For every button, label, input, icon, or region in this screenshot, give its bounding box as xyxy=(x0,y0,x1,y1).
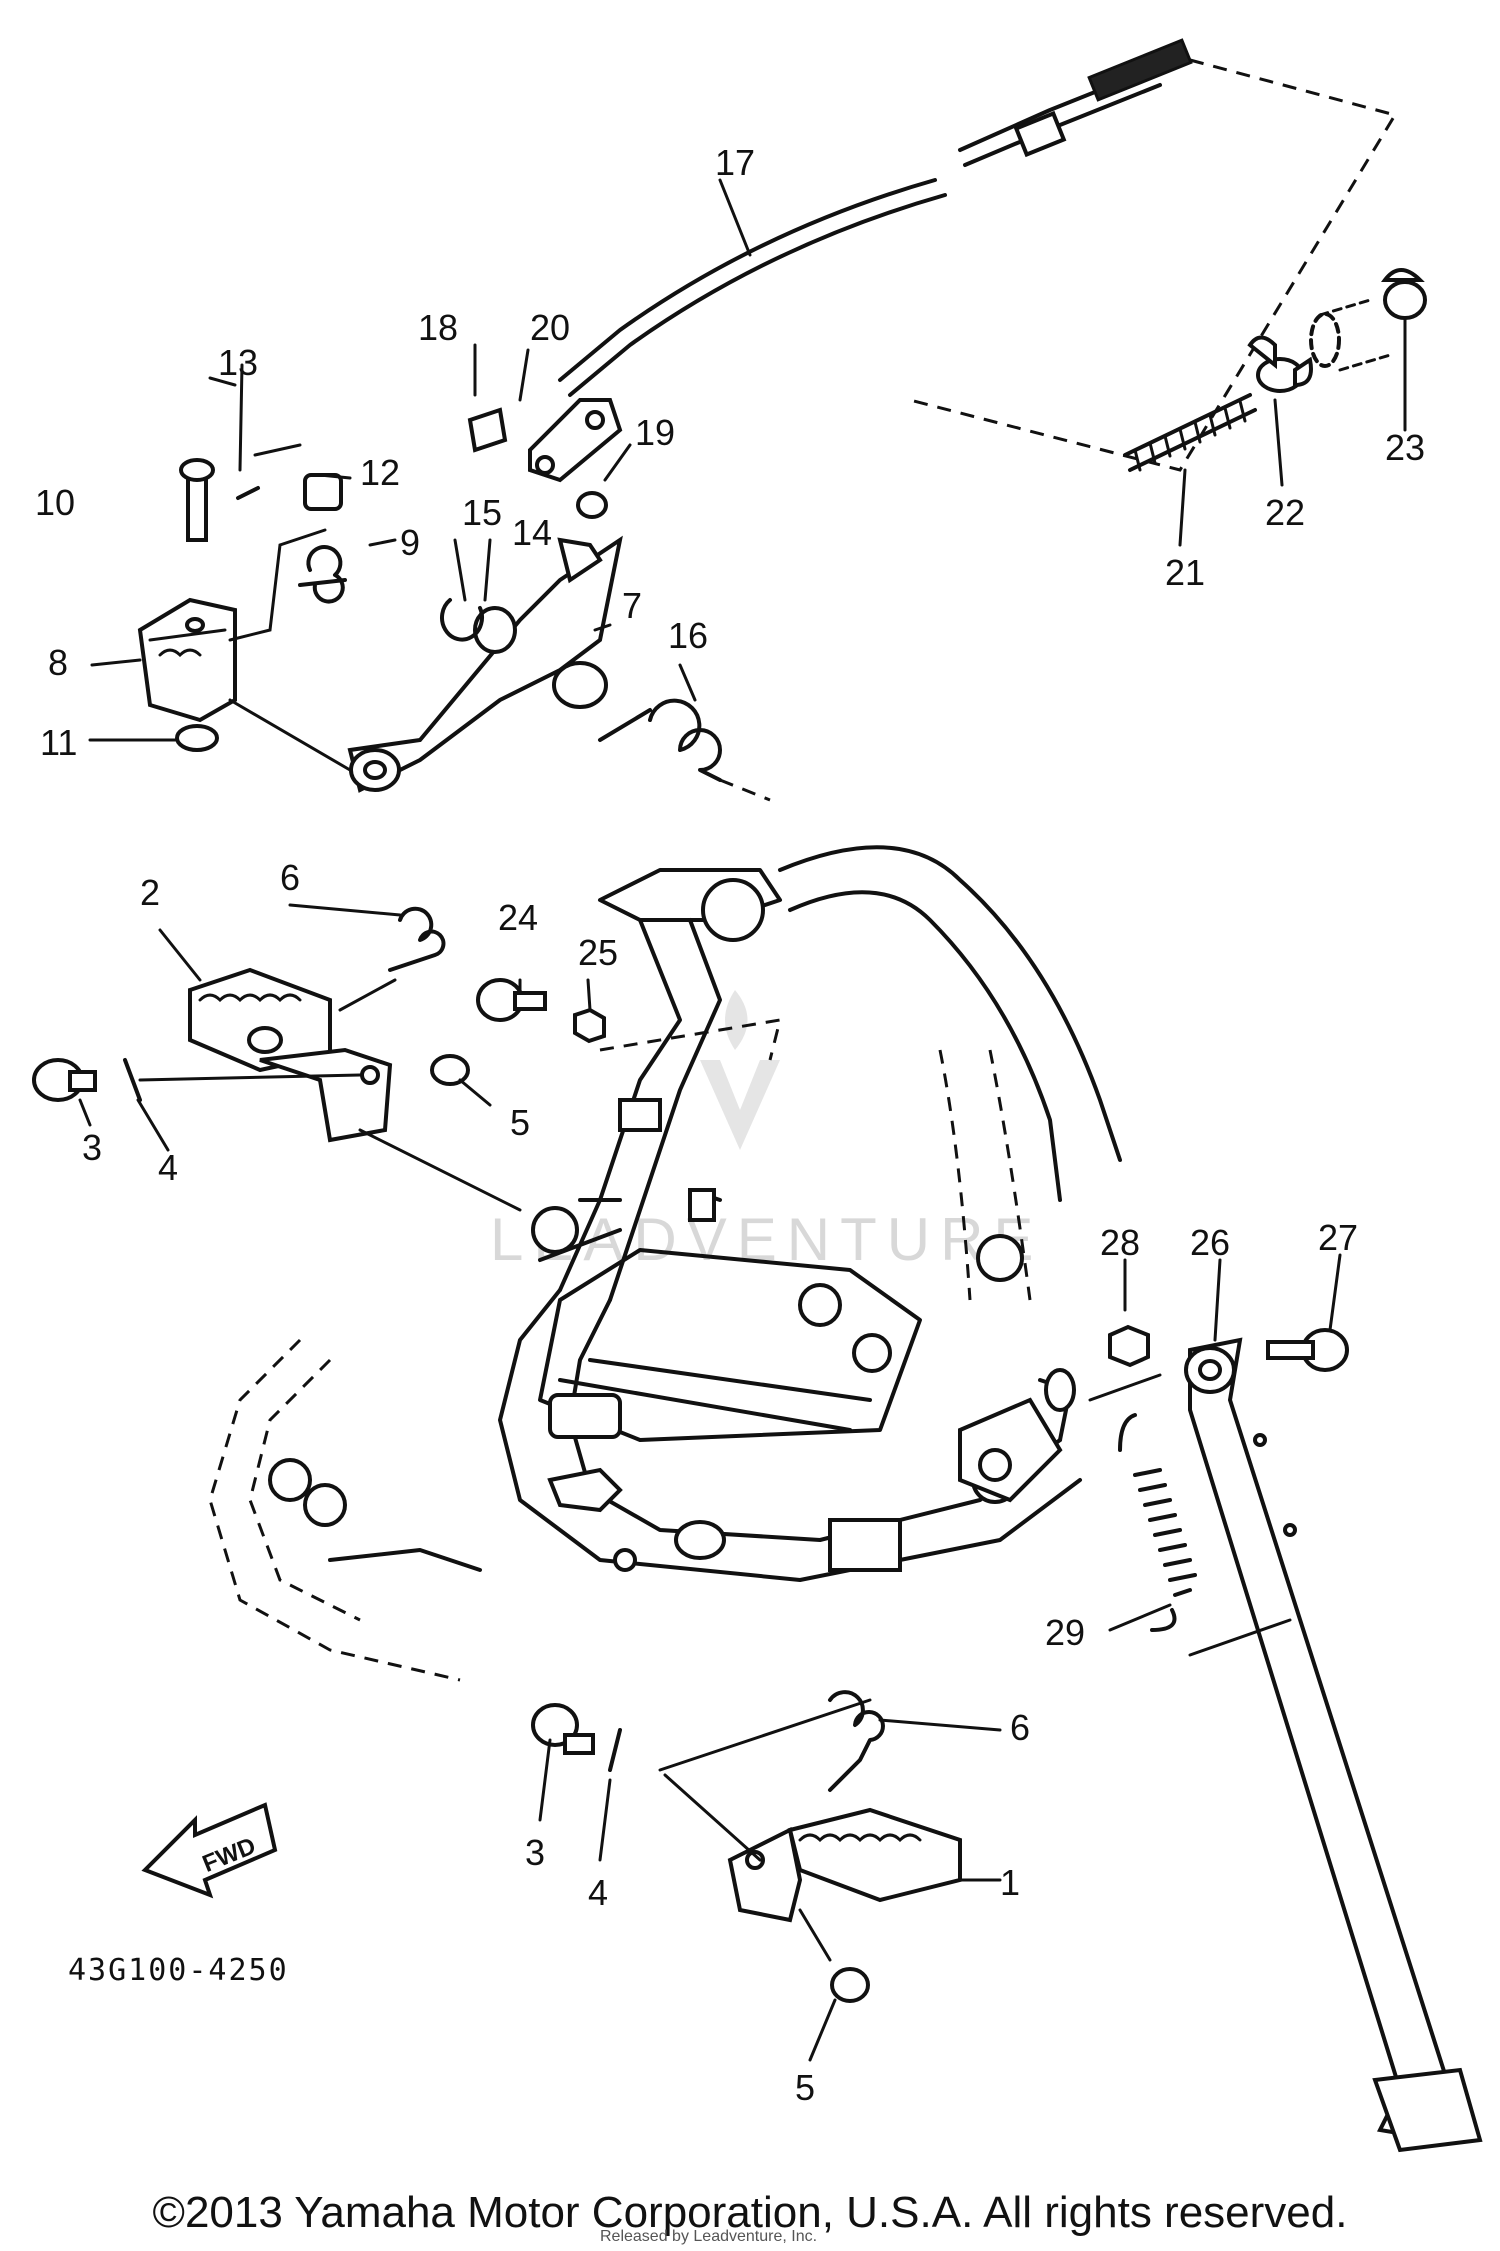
side-stand-26 xyxy=(1184,1337,1483,2153)
watermark-logo xyxy=(700,990,780,1150)
return-spring-16 xyxy=(598,698,771,802)
callout-6-right: 6 xyxy=(1010,1707,1030,1748)
pedal-bracket-8 xyxy=(137,597,237,723)
watermark-subtext: Released by Leadventure, Inc. xyxy=(600,2228,818,2245)
part-code: 43G100-4250 xyxy=(68,1953,289,1988)
frame xyxy=(208,845,1122,1682)
callout-20: 20 xyxy=(530,307,570,348)
footrest-left-2 xyxy=(188,967,393,1143)
brake-cable xyxy=(558,38,1398,472)
washer-5-left xyxy=(430,1054,470,1086)
callout-1: 1 xyxy=(1000,1862,1020,1903)
washer-5-right xyxy=(830,1967,870,2003)
callout-27: 27 xyxy=(1318,1217,1358,1258)
adjust-spring-21 xyxy=(1123,393,1257,472)
callout-26: 26 xyxy=(1190,1222,1230,1263)
callout-11: 11 xyxy=(40,722,77,763)
spring-6-left xyxy=(388,906,446,972)
callout-29: 29 xyxy=(1045,1612,1085,1653)
brake-pedal-7 xyxy=(347,535,623,793)
callout-8: 8 xyxy=(48,642,68,683)
spring-29 xyxy=(1118,1413,1197,1632)
spring-6-right xyxy=(828,1690,885,1792)
callout-3-left: 3 xyxy=(82,1127,102,1168)
callout-4-left: 4 xyxy=(158,1147,178,1188)
callout-4-right: 4 xyxy=(588,1872,608,1913)
nut-11 xyxy=(175,724,219,752)
cable-clevis xyxy=(467,398,623,519)
spring-9 xyxy=(298,545,347,604)
callout-3-right: 3 xyxy=(525,1832,545,1873)
callout-28: 28 xyxy=(1100,1222,1140,1263)
callout-22: 22 xyxy=(1265,492,1305,533)
callout-14: 14 xyxy=(512,512,552,553)
callout-12: 12 xyxy=(360,452,400,493)
bolt-24 xyxy=(476,978,547,1022)
callouts: 17 18 20 19 13 10 12 9 15 14 7 16 8 11 2… xyxy=(35,142,1425,2108)
callout-9: 9 xyxy=(400,522,420,563)
footrest-right-1 xyxy=(727,1807,962,1923)
callout-21: 21 xyxy=(1165,552,1205,593)
callout-5-right: 5 xyxy=(795,2067,815,2108)
nut-25 xyxy=(573,1007,606,1044)
callout-16: 16 xyxy=(668,615,708,656)
copyright-notice: ©2013 Yamaha Motor Corporation, U.S.A. A… xyxy=(152,2188,1348,2237)
callout-24: 24 xyxy=(498,897,538,938)
collar-12 xyxy=(303,473,343,511)
callout-13: 13 xyxy=(218,342,258,383)
callout-6-left: 6 xyxy=(280,857,300,898)
callout-19: 19 xyxy=(635,412,675,453)
circlip-15 xyxy=(440,598,484,642)
callout-5-left: 5 xyxy=(510,1102,530,1143)
callout-15: 15 xyxy=(462,492,502,533)
callout-2: 2 xyxy=(140,872,160,913)
wing-nut-22 xyxy=(1247,335,1313,393)
bolt-27 xyxy=(1266,1328,1349,1372)
callout-18: 18 xyxy=(418,307,458,348)
callout-10: 10 xyxy=(35,482,75,523)
cotter-4-right xyxy=(608,1728,622,1772)
callout-17: 17 xyxy=(715,142,755,183)
cotter-4-left xyxy=(123,1058,142,1102)
pin-13 xyxy=(236,486,260,500)
joint-cylinder xyxy=(1309,298,1392,372)
forward-arrow-icon: FWD xyxy=(141,1802,278,1899)
callout-23: 23 xyxy=(1385,427,1425,468)
washer-14 xyxy=(473,606,517,654)
nut-28 xyxy=(1108,1324,1150,1368)
callout-25: 25 xyxy=(578,932,618,973)
wing-nut-23 xyxy=(1380,268,1427,320)
callout-7: 7 xyxy=(622,585,642,626)
